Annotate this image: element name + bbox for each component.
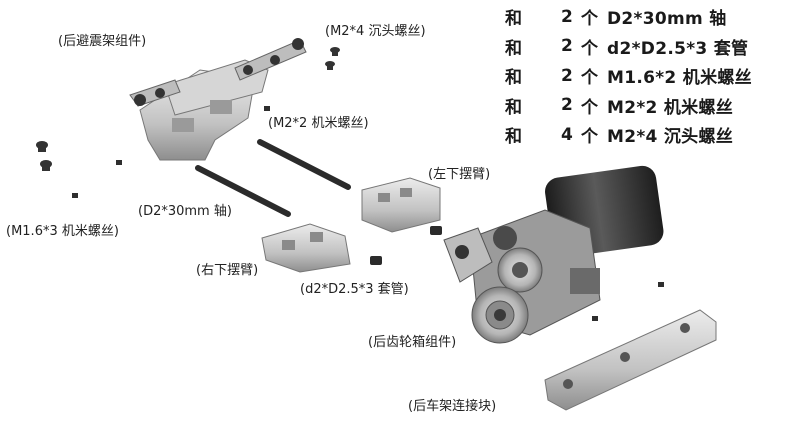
label-right-lower-arm: (右下摆臂) (196, 263, 259, 278)
count-text: 4 (561, 124, 574, 145)
d2x30-shafts (195, 139, 351, 217)
label-d2x30-shaft: (D2*30mm 轴) (138, 204, 232, 219)
rear-gearbox-part (443, 165, 664, 344)
label-m16x3-set-screw: (M1.6*3 机米螺丝) (6, 224, 119, 239)
label-bushing: (d2*D2.5*3 套管) (300, 282, 409, 297)
rear-frame-connector-part (544, 309, 717, 411)
rear-shock-mount-part (129, 38, 307, 161)
right-lower-arm-part (261, 223, 351, 273)
parts-list-row: 和 2 个 D2*30mm 轴 (505, 2, 795, 32)
unit-text: 个 (581, 9, 599, 30)
parts-list-row: 和 4 个 M2*4 沉头螺丝 (505, 120, 795, 150)
unit-text: 个 (581, 97, 599, 118)
m2x4-screws (325, 47, 340, 70)
conj-text: 和 (505, 97, 523, 118)
unit-text: 个 (581, 38, 599, 59)
m2x4-screws-left (36, 141, 52, 171)
unit-text: 个 (581, 68, 599, 89)
conj-text: 和 (505, 9, 523, 30)
part-name: M1.6*2 机米螺丝 (607, 68, 752, 89)
label-rear-shock-mount: (后避震架组件) (58, 34, 147, 49)
count-text: 2 (561, 36, 574, 57)
count-text: 2 (561, 6, 574, 27)
parts-list-row: 和 2 个 d2*D2.5*3 套管 (505, 32, 795, 62)
label-rear-gearbox: (后齿轮箱组件) (368, 335, 457, 350)
part-name: M2*4 沉头螺丝 (607, 127, 734, 148)
parts-list-row: 和 2 个 M1.6*2 机米螺丝 (505, 61, 795, 91)
part-name: M2*2 机米螺丝 (607, 97, 734, 118)
left-lower-arm-part (361, 177, 441, 233)
conj-text: 和 (505, 127, 523, 148)
part-name: D2*30mm 轴 (607, 9, 727, 30)
count-text: 2 (561, 65, 574, 86)
conj-text: 和 (505, 38, 523, 59)
conj-text: 和 (505, 68, 523, 89)
part-name: d2*D2.5*3 套管 (607, 38, 749, 59)
label-m2x4-screw: (M2*4 沉头螺丝) (325, 24, 426, 39)
parts-list: 和 2 个 D2*30mm 轴 和 2 个 d2*D2.5*3 套管 和 2 个… (505, 2, 795, 150)
label-m2x2-set-screw: (M2*2 机米螺丝) (268, 116, 369, 131)
set-screws (72, 106, 664, 321)
parts-list-row: 和 2 个 M2*2 机米螺丝 (505, 91, 795, 121)
label-left-lower-arm: (左下摆臂) (428, 167, 491, 182)
bushings (370, 226, 442, 265)
label-rear-frame-connector: (后车架连接块) (408, 399, 497, 414)
unit-text: 个 (581, 127, 599, 148)
count-text: 2 (561, 95, 574, 116)
